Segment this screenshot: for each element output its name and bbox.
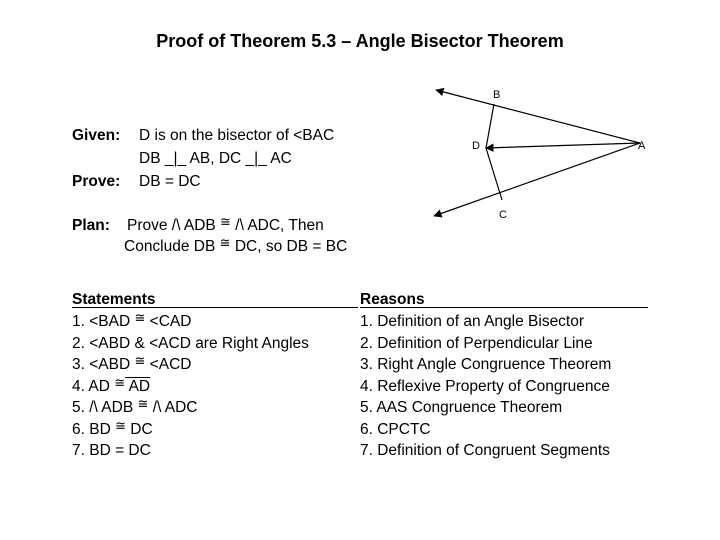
reason-row: 1. Definition of an Angle Bisector <box>360 313 585 330</box>
ray-ad <box>485 142 641 152</box>
given-line-2: DB _|_ AB, DC _|_ AC <box>139 150 292 167</box>
statement-row: 6. BD ≅ DC <box>72 418 153 438</box>
prove-label: Prove: <box>72 173 121 190</box>
congruent-symbol: ≅ <box>220 214 231 229</box>
given-line-1: D is on the bisector of <BAC <box>139 127 335 144</box>
reason-row: 7. Definition of Congruent Segments <box>360 442 610 459</box>
statement-row: 2. <ABD & <ACD are Right Angles <box>72 335 309 352</box>
segment-db <box>485 103 495 149</box>
ray-ab <box>435 87 641 144</box>
statements-header: Statements <box>72 291 156 308</box>
plan-line-2: Conclude DB ≅ DC, so DB = BC <box>124 235 348 255</box>
statements-underline <box>72 307 358 308</box>
reason-row: 6. CPCTC <box>360 421 431 438</box>
segment-dc <box>485 147 503 201</box>
ray-ac <box>433 142 641 218</box>
page-title: Proof of Theorem 5.3 – Angle Bisector Th… <box>156 31 564 51</box>
point-label-b: B <box>493 89 501 101</box>
statement-row: 3. <ABD ≅ <ACD <box>72 353 192 373</box>
statement-row: 1. <BAD ≅ <CAD <box>72 310 192 330</box>
reason-row: 2. Definition of Perpendicular Line <box>360 335 593 352</box>
statement-row: 4. AD ≅ AD <box>72 375 151 395</box>
point-label-c: C <box>499 209 507 221</box>
reasons-header: Reasons <box>360 291 425 308</box>
point-label-a: A <box>638 140 646 152</box>
given-label: Given: <box>72 127 121 144</box>
reason-row: 5. AAS Congruence Theorem <box>360 399 563 416</box>
plan-label: Plan: <box>72 217 110 234</box>
prove-text: DB = DC <box>139 173 201 190</box>
statement-row: 7. BD = DC <box>72 442 151 459</box>
plan-line-1: Prove /\ ADB ≅ /\ ADC, Then <box>127 214 324 234</box>
point-label-d: D <box>472 140 480 152</box>
reasons-underline <box>360 307 648 308</box>
reason-row: 4. Reflexive Property of Congruence <box>360 378 610 395</box>
congruent-symbol: ≅ <box>219 235 231 250</box>
statement-row: 5. /\ ADB ≅ /\ ADC <box>72 396 198 416</box>
reason-row: 3. Right Angle Congruence Theorem <box>360 356 612 373</box>
